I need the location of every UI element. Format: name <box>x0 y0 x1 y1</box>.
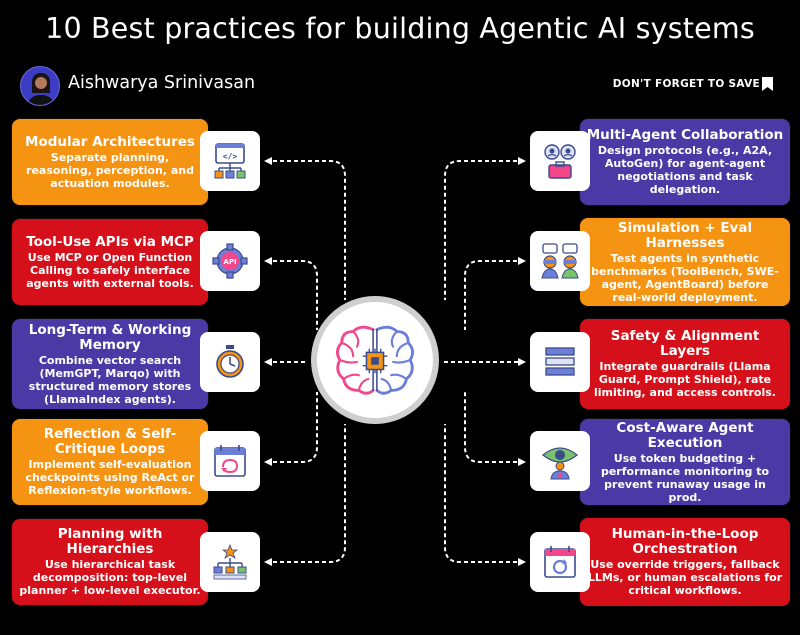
svg-text:API: API <box>223 258 236 266</box>
card-reflection: Reflection & Self-Critique Loops Impleme… <box>12 419 208 505</box>
vision-person-icon <box>541 447 579 480</box>
card-title: Simulation + Eval Harnesses <box>617 219 753 251</box>
card-modular-architectures: Modular Architectures Separate planning,… <box>12 119 208 205</box>
card-description: Design protocols (e.g., A2A, AutoGen) fo… <box>597 144 773 196</box>
bookmark-icon <box>762 77 773 91</box>
icon-box <box>530 231 590 291</box>
card-title: Human-in-the-Loop Orchestration <box>611 526 759 557</box>
icon-box <box>530 431 590 491</box>
layers-icon <box>545 347 575 376</box>
icon-box <box>200 431 260 491</box>
card-description: Use hierarchical task decomposition: top… <box>19 558 201 597</box>
card-description: Implement self-evaluation checkpoints us… <box>25 458 195 497</box>
icon-box <box>530 532 590 592</box>
calendar-refresh-icon <box>544 546 576 578</box>
stopwatch-icon <box>216 345 244 378</box>
icon-box: API <box>200 231 260 291</box>
card-description: Separate planning, reasoning, perception… <box>26 150 194 190</box>
page-title: 10 Best practices for building Agentic A… <box>45 12 755 45</box>
vr-chat-icon <box>541 243 579 279</box>
center-brain <box>311 296 439 424</box>
card-description: Integrate guardrails (Llama Guard, Promp… <box>594 360 776 399</box>
icon-box <box>530 131 590 191</box>
calendar-loop-icon <box>214 445 246 477</box>
card-title: Long-Term & Working Memory <box>28 321 192 353</box>
card-description: Test agents in synthetic benchmarks (Too… <box>591 251 779 304</box>
hierarchy-icon <box>213 543 247 580</box>
brain-chip-icon <box>336 325 414 395</box>
card-description: Use MCP or Open Function Calling to safe… <box>26 250 194 290</box>
card-title: Multi-Agent Collaboration <box>586 127 784 143</box>
card-description: Use token budgeting + performance monito… <box>600 451 770 504</box>
card-multi-agent: Multi-Agent Collaboration Design protoco… <box>580 119 790 205</box>
card-title: Planning with Hierarchies <box>57 526 163 557</box>
card-title: Cost-Aware Agent Execution <box>616 419 754 451</box>
card-planning: Planning with Hierarchies Use hierarchic… <box>12 519 208 605</box>
card-cost-aware: Cost-Aware Agent Execution Use token bud… <box>580 419 790 505</box>
card-safety: Safety & Alignment Layers Integrate guar… <box>580 319 790 409</box>
avatar <box>20 66 60 106</box>
card-human-in-loop: Human-in-the-Loop Orchestration Use over… <box>580 518 790 606</box>
author-name: Aishwarya Srinivasan <box>68 73 256 93</box>
icon-box <box>200 332 260 392</box>
card-description: Use override triggers, fallback LLMs, or… <box>587 558 783 597</box>
api-gear-icon: API <box>212 243 248 279</box>
card-tool-use-apis: Tool-Use APIs via MCP Use MCP or Open Fu… <box>12 219 208 305</box>
code-window-icon: </> <box>214 143 246 179</box>
card-memory: Long-Term & Working Memory Combine vecto… <box>12 319 208 409</box>
icon-box <box>200 532 260 592</box>
save-note: DON'T FORGET TO SAVE <box>612 78 760 90</box>
icon-box <box>530 332 590 392</box>
card-description: Combine vector search (MemGPT, Marqo) wi… <box>28 353 192 406</box>
card-title: Tool-Use APIs via MCP <box>26 233 194 250</box>
card-title: Modular Architectures <box>25 133 195 150</box>
svg-text:</>: </> <box>223 152 238 161</box>
card-title: Safety & Alignment Layers <box>610 328 760 359</box>
card-simulation: Simulation + Eval Harnesses Test agents … <box>580 218 790 306</box>
card-title: Reflection & Self-Critique Loops <box>43 426 177 457</box>
collaboration-icon <box>544 144 576 179</box>
icon-box: </> <box>200 131 260 191</box>
